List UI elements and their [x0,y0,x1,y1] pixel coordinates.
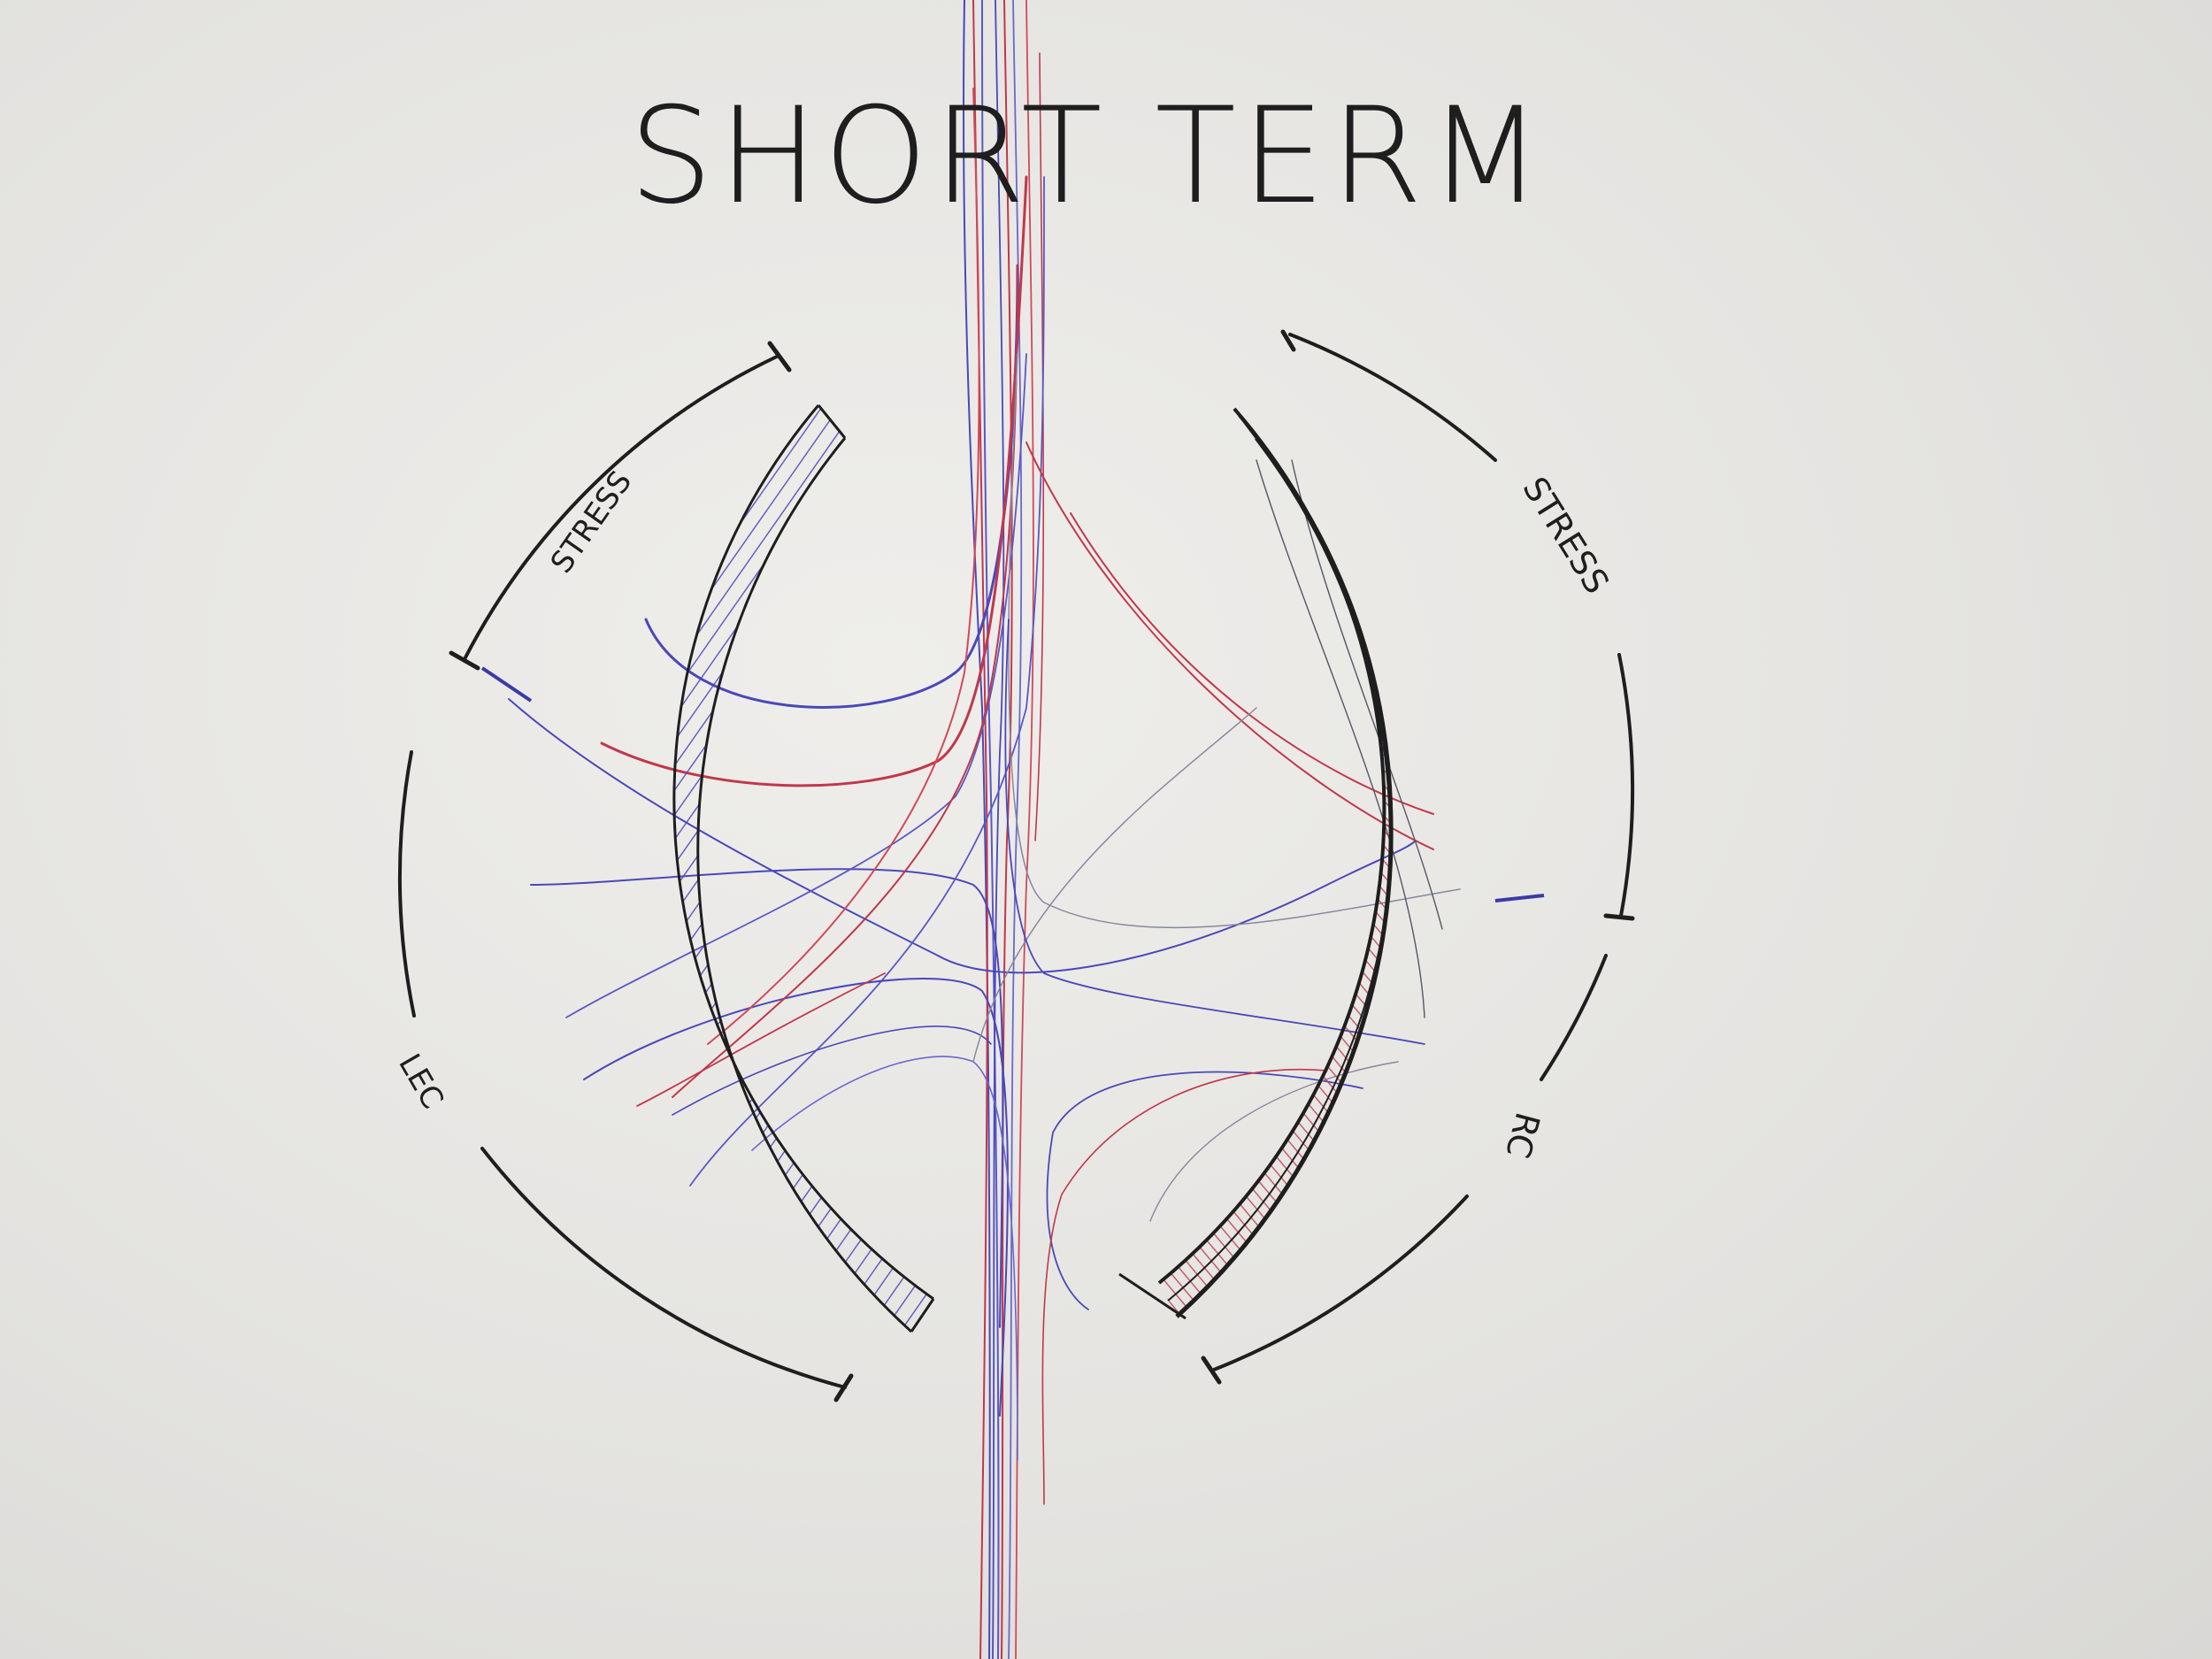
left-lec-label: LEC [391,1048,450,1116]
diagram-title: SHORT TERM [629,80,1548,234]
chord-line [963,0,991,1659]
chord-line [1070,512,1434,815]
chord-line [1046,1071,1363,1310]
chord-line [1004,618,1425,1045]
chord-line [672,1025,992,1116]
right-rc-bracket [1540,954,1608,1081]
left-stress-bracket [463,354,780,661]
chord-line [636,972,886,1107]
chord-line [1001,0,1013,1659]
right-stress-label: STRESS [1515,470,1617,600]
right-stress-bracket-top [1288,333,1497,462]
right-brackets [1201,329,1635,1385]
chord-line [981,0,1000,1659]
chord-line [530,868,1004,1328]
chord-line [583,978,1009,1417]
right-stress-bracket [1617,653,1635,918]
chord-line [1008,0,1023,1659]
left-lec-bracket-lower [480,1147,847,1389]
chord-line [751,1056,1018,1461]
chord-line [1041,1068,1328,1505]
chord-line [600,175,1028,787]
chord-line [1149,1061,1399,1222]
chord-line [1025,442,1434,850]
chord-line [992,0,1005,1659]
chord-line [689,176,1045,1187]
chord-lines [508,0,1461,1659]
chord-line [508,698,1417,974]
right-rc-label: RC [1498,1109,1548,1163]
right-arc-band [1118,407,1545,1320]
chord-line [1256,459,1425,1018]
chord-line [972,707,1257,1063]
chord-line [672,265,1018,1098]
left-lec-bracket [397,750,416,1018]
left-brackets [397,341,854,1402]
left-arc-band [480,404,935,1333]
chord-line [1291,459,1443,930]
chord-line [707,88,980,1045]
right-rc-bracket-lower [1212,1194,1469,1371]
